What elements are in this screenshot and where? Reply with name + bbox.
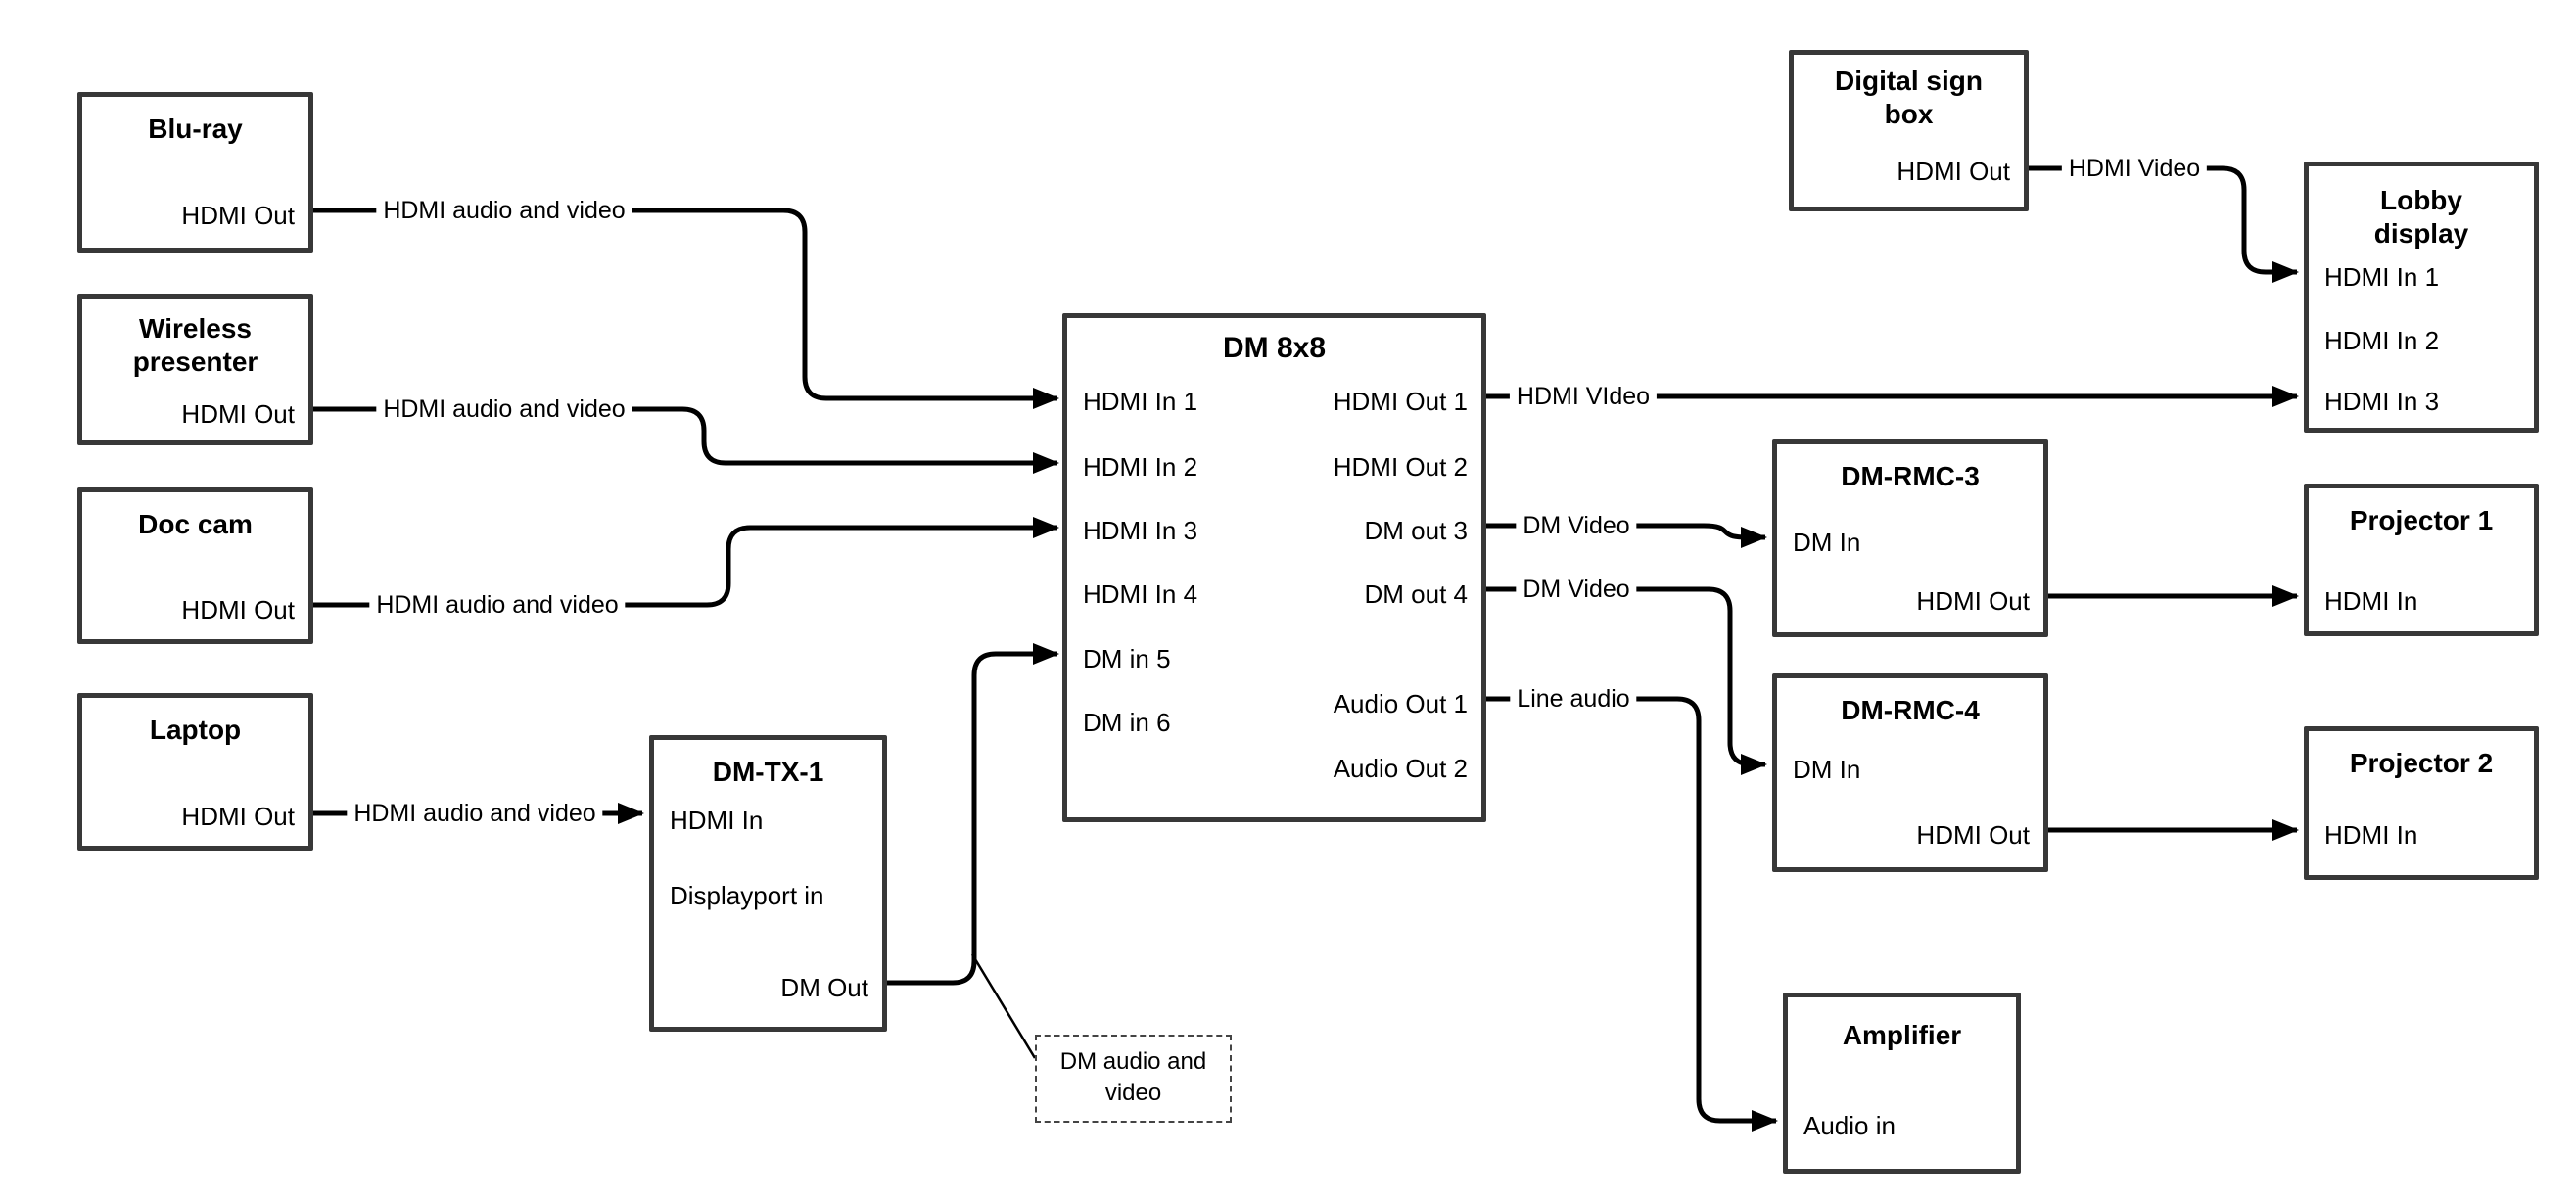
port-hdmi-in: HDMI In	[2324, 586, 2418, 616]
node-doc-cam: Doc cam HDMI Out	[77, 487, 313, 644]
wire-label-doccam: HDMI audio and video	[369, 590, 626, 620]
node-projector-1: Projector 1 HDMI In	[2304, 484, 2539, 636]
port-displayport-in: Displayport in	[670, 881, 824, 910]
node-title: Wireless presenter	[82, 312, 308, 379]
port-hdmi-out-1: HDMI Out 1	[1333, 387, 1468, 416]
node-bluray: Blu-ray HDMI Out	[77, 92, 313, 253]
note-line: video	[1104, 1080, 1162, 1106]
node-dm-8x8: DM 8x8 HDMI In 1 HDMI In 2 HDMI In 3 HDM…	[1062, 313, 1486, 822]
node-dm-tx-1: DM-TX-1 HDMI In Displayport in DM Out	[649, 735, 887, 1032]
port-hdmi-out: HDMI Out	[1897, 157, 2010, 186]
port-hdmi-in-3: HDMI In 3	[1083, 516, 1198, 545]
port-hdmi-in-3: HDMI In 3	[2324, 387, 2440, 416]
port-hdmi-out: HDMI Out	[181, 595, 295, 624]
node-title: Projector 2	[2349, 748, 2494, 778]
connector-dmtx1-to-dm8x8-in5	[887, 643, 1059, 986]
node-title: DM 8x8	[1222, 332, 1327, 364]
wire-label-laptop: HDMI audio and video	[347, 799, 603, 828]
note-dm-audio-video: DM audio and video	[1035, 1035, 1232, 1123]
node-title-line: presenter	[132, 346, 258, 377]
node-title: DM-RMC-4	[1841, 695, 1980, 725]
port-dm-in: DM In	[1793, 755, 1861, 784]
node-title: Amplifier	[1842, 1020, 1962, 1050]
node-title: Blu-ray	[148, 114, 243, 144]
node-title-line: Lobby	[2380, 185, 2462, 215]
connector-doccam-to-dm8x8-in3	[313, 517, 1059, 608]
node-title: DM-TX-1	[712, 757, 824, 787]
node-digital-sign-box: Digital sign box HDMI Out	[1789, 50, 2029, 211]
connector-bluray-to-dm8x8-in1	[313, 208, 1059, 409]
node-lobby-display: Lobby display HDMI In 1 HDMI In 2 HDMI I…	[2304, 162, 2539, 433]
port-dm-out-3: DM out 3	[1364, 516, 1469, 545]
node-title: Laptop	[149, 715, 242, 745]
port-hdmi-in-1: HDMI In 1	[1083, 387, 1198, 416]
port-hdmi-in-2: HDMI In 2	[1083, 452, 1198, 482]
port-dm-in: DM In	[1793, 528, 1861, 557]
port-dm-in-6: DM in 6	[1083, 708, 1171, 737]
node-title-line: Digital sign	[1835, 66, 1983, 96]
node-laptop: Laptop HDMI Out	[77, 693, 313, 851]
port-dm-in-5: DM in 5	[1083, 644, 1171, 673]
port-audio-out-2: Audio Out 2	[1333, 754, 1468, 783]
node-projector-2: Projector 2 HDMI In	[2304, 726, 2539, 880]
node-title-line: box	[1884, 99, 1934, 129]
port-audio-in: Audio in	[1803, 1111, 1896, 1140]
port-hdmi-out: HDMI Out	[1916, 820, 2030, 850]
node-title: DM-RMC-3	[1841, 461, 1980, 491]
wire-label-dm-video-out3: DM Video	[1516, 511, 1637, 540]
port-hdmi-in-4: HDMI In 4	[1083, 579, 1198, 609]
connector-dm8x8-out4-to-dmrmc4	[1486, 586, 1767, 775]
port-dm-out-4: DM out 4	[1364, 579, 1469, 609]
port-hdmi-in: HDMI In	[670, 806, 764, 835]
note-leader-line	[970, 953, 1037, 1059]
wire-label-wireless: HDMI audio and video	[376, 394, 632, 424]
connector-dm8x8-out3-to-dmrmc3	[1486, 523, 1767, 548]
note-line: DM audio and	[1059, 1048, 1207, 1075]
port-hdmi-out: HDMI Out	[181, 201, 295, 230]
port-hdmi-out: HDMI Out	[181, 802, 295, 831]
port-dm-out: DM Out	[780, 973, 868, 1002]
node-title-line: Wireless	[139, 313, 252, 344]
port-audio-out-1: Audio Out 1	[1333, 689, 1468, 718]
connector-digitalsign-to-lobby-in1	[2029, 165, 2299, 283]
port-hdmi-in-2: HDMI In 2	[2324, 326, 2440, 355]
connector-dm8x8-audio1-to-amplifier	[1486, 696, 1778, 1132]
wire-label-line-audio: Line audio	[1510, 684, 1637, 714]
node-title: Projector 1	[2349, 505, 2494, 535]
port-hdmi-out-2: HDMI Out 2	[1333, 452, 1468, 482]
port-hdmi-out: HDMI Out	[181, 399, 295, 429]
node-title: Digital sign box	[1794, 65, 2024, 131]
wire-label-dm-video-out4: DM Video	[1516, 575, 1637, 604]
node-wireless-presenter: Wireless presenter HDMI Out	[77, 294, 313, 445]
node-title: Lobby display	[2309, 184, 2534, 251]
wire-label-bluray: HDMI audio and video	[376, 196, 632, 225]
node-amplifier: Amplifier Audio in	[1783, 993, 2021, 1174]
port-hdmi-in-1: HDMI In 1	[2324, 262, 2440, 292]
connector-wireless-to-dm8x8-in2	[313, 406, 1059, 474]
wire-label-hdmi-video-out1: HDMI VIdeo	[1509, 382, 1658, 411]
port-hdmi-out: HDMI Out	[1916, 586, 2030, 616]
wire-label-hdmi-video-sign: HDMI Video	[2061, 154, 2208, 183]
node-title: Doc cam	[138, 509, 253, 539]
port-hdmi-in: HDMI In	[2324, 820, 2418, 850]
node-title-line: display	[2373, 218, 2469, 249]
node-dm-rmc-4: DM-RMC-4 DM In HDMI Out	[1772, 673, 2048, 872]
node-dm-rmc-3: DM-RMC-3 DM In HDMI Out	[1772, 439, 2048, 637]
